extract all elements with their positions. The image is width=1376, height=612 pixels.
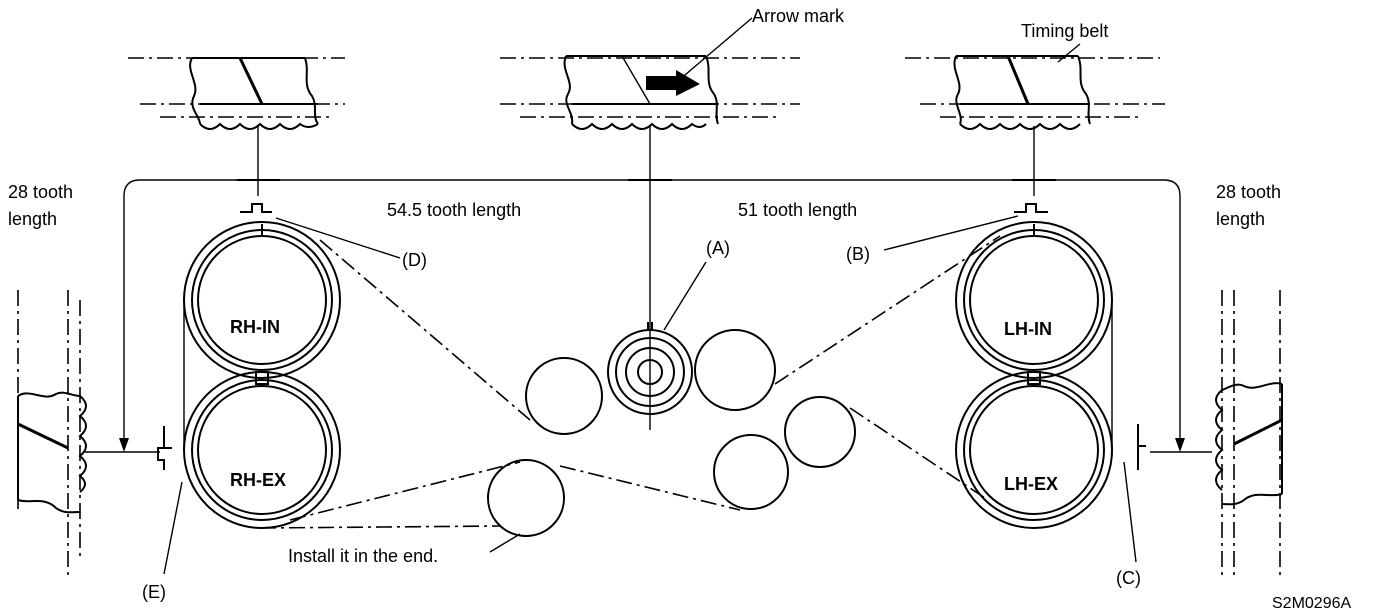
callout-a: (A) xyxy=(706,238,730,258)
belt-section-side-left xyxy=(17,290,87,575)
tooth-length-28-right-label-line1: 28 tooth xyxy=(1216,182,1281,202)
figure-code: S2M0296A xyxy=(1272,595,1351,612)
arrow-mark-label: Arrow mark xyxy=(752,6,845,26)
sprocket-label-lh-ex: LH-EX xyxy=(1004,474,1058,494)
sprocket-label-lh-in: LH-IN xyxy=(1004,319,1052,339)
belt-section-top-center xyxy=(500,55,800,130)
dimension-lines xyxy=(84,126,1212,470)
sprocket-rh-ex xyxy=(183,371,341,529)
belt-routing xyxy=(183,235,1113,529)
belt-section-top-left xyxy=(128,57,345,130)
callout-e: (E) xyxy=(142,582,166,602)
leader-lines xyxy=(163,17,1137,575)
callout-d: (D) xyxy=(402,250,427,270)
tooth-length-51-label: 51 tooth length xyxy=(738,200,857,220)
install-note: Install it in the end. xyxy=(288,546,438,566)
tooth-length-28-left-label-line1: 28 tooth xyxy=(8,182,73,202)
belt-section-side-right xyxy=(1215,290,1283,575)
idler-pulleys xyxy=(487,329,856,537)
timing-belt-label: Timing belt xyxy=(1021,21,1108,41)
sprocket-lh-ex xyxy=(955,371,1113,529)
crankshaft-sprocket xyxy=(607,322,693,415)
sprocket-label-rh-ex: RH-EX xyxy=(230,470,286,490)
sprocket-lh-in xyxy=(955,221,1113,379)
callout-b: (B) xyxy=(846,244,870,264)
tooth-length-28-left-label-line2: length xyxy=(8,209,57,229)
sprocket-label-rh-in: RH-IN xyxy=(230,317,280,337)
tooth-length-28-right-label-line2: length xyxy=(1216,209,1265,229)
callout-c: (C) xyxy=(1116,568,1141,588)
belt-section-top-right xyxy=(905,55,1165,130)
arrow-mark-symbol xyxy=(646,70,700,96)
tooth-length-54-5-label: 54.5 tooth length xyxy=(387,200,521,220)
sprocket-rh-in xyxy=(183,221,341,379)
